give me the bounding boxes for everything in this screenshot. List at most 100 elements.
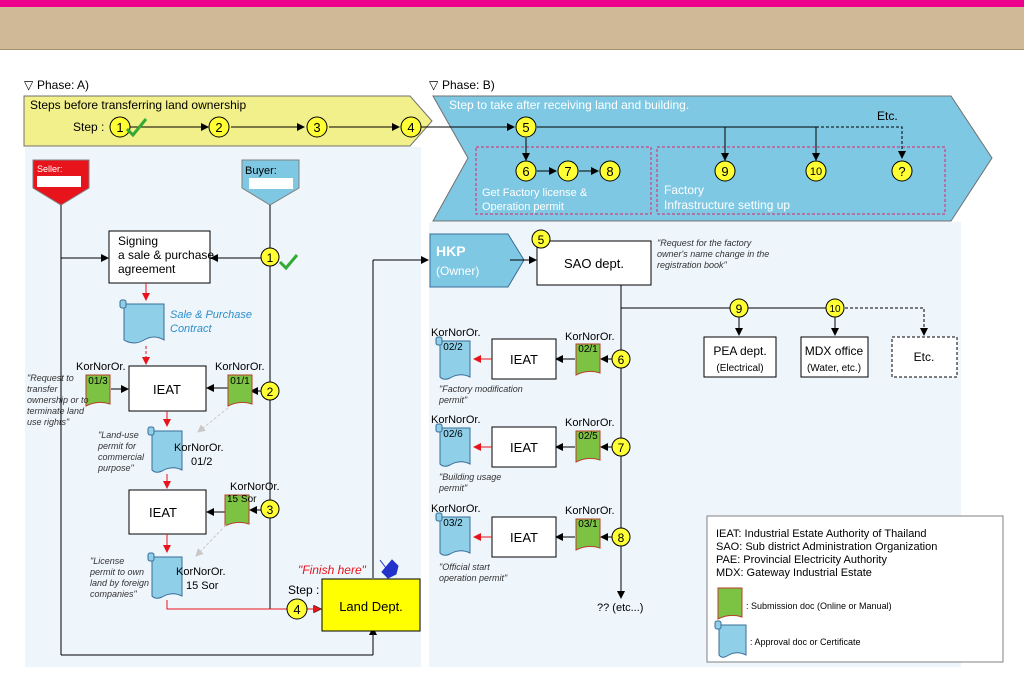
- svg-text:7: 7: [564, 164, 571, 179]
- land-dept-box: [321, 578, 421, 632]
- note-license-4: companies": [90, 589, 138, 599]
- approval-doc-icon: [147, 552, 183, 599]
- hkp-box: [429, 233, 525, 288]
- signing-text-1: Signing: [118, 234, 158, 248]
- doc-03-2-code: 03/2: [443, 518, 463, 529]
- contract-label-2: Contract: [170, 323, 213, 335]
- approval-doc-icon: [435, 423, 471, 467]
- note-factory-mod-2: permit": [438, 395, 468, 405]
- top-accent-bar: [0, 0, 1024, 7]
- note-request-4: terminate land: [27, 406, 85, 416]
- ieat-box-3-label: IEAT: [510, 352, 538, 367]
- submission-doc-icon: [575, 430, 601, 463]
- phase-b-etc-bottom: ?? (etc...): [597, 602, 643, 614]
- doc-02-2-label: KorNorOr.: [431, 327, 481, 339]
- phase-b-step-5: 5: [515, 116, 537, 138]
- ieat-box-4-label: IEAT: [510, 440, 538, 455]
- svg-text:3: 3: [313, 120, 320, 135]
- doc-02-2-code: 02/2: [443, 342, 463, 353]
- svg-text:5: 5: [522, 120, 529, 135]
- svg-text:2: 2: [215, 120, 222, 135]
- note-license-2: permit to own: [89, 567, 144, 577]
- group-infrastructure: [656, 146, 946, 215]
- phase-a-step-2-mid: 2: [260, 381, 280, 401]
- ieat-box-1: [128, 365, 207, 412]
- phase-b-banner-title: Step to take after receiving land and bu…: [449, 98, 689, 112]
- svg-text:4: 4: [293, 602, 300, 617]
- approval-doc-icon: [435, 336, 471, 380]
- svg-text:7: 7: [618, 441, 625, 455]
- ieat-box-1-label: IEAT: [153, 382, 181, 397]
- svg-text:9: 9: [736, 302, 743, 316]
- note-license-3: land by foreign: [90, 578, 149, 588]
- group-infrastructure-2: Infrastructure setting up: [664, 198, 790, 212]
- etc-box-label: Etc.: [914, 350, 935, 364]
- doc-03-2-label: KorNorOr.: [431, 503, 481, 515]
- phase-b-step-10-mid: 10: [825, 298, 845, 318]
- phase-b-label: Phase: B): [442, 78, 495, 92]
- svg-text:?: ?: [898, 164, 905, 179]
- pea-label: PEA dept.: [713, 344, 766, 358]
- legend-line-3: PAE: Provincial Electricity Authority: [716, 554, 887, 566]
- phase-b-step-6-row: 6: [611, 349, 631, 369]
- ieat-box-4: [491, 426, 557, 468]
- etc-box: [891, 336, 958, 378]
- phase-b-step-6: 6: [515, 160, 537, 182]
- contract-label-1: Sale & Purchase: [170, 309, 252, 321]
- check-icon: [278, 254, 299, 271]
- signing-box: [108, 230, 211, 284]
- legend-approval-label: : Approval doc or Certificate: [750, 637, 861, 647]
- svg-text:10: 10: [829, 304, 841, 315]
- legend-submission-label: : Submission doc (Online or Manual): [746, 601, 892, 611]
- doc-01-2-code: 01/2: [191, 456, 212, 468]
- svg-text:1: 1: [116, 120, 123, 135]
- sao-note-2: owner's name change in the: [657, 249, 769, 259]
- svg-text:6: 6: [618, 353, 625, 367]
- phase-b-etc-top: Etc.: [877, 109, 898, 123]
- sao-note-1: "Request for the factory: [657, 238, 752, 248]
- seller-name-field: [37, 176, 81, 187]
- doc-02-6-label: KorNorOr.: [431, 414, 481, 426]
- doc-01-3-label: KorNorOr.: [76, 361, 126, 373]
- ieat-box-5-label: IEAT: [510, 530, 538, 545]
- contract-scroll-icon: [119, 299, 165, 344]
- legend-line-2: SAO: Sub district Administration Organiz…: [716, 541, 937, 553]
- phase-a-step-2: 2: [208, 116, 230, 138]
- doc-02-1-code: 02/1: [578, 344, 598, 355]
- doc-03-1-code: 03/1: [578, 519, 598, 530]
- legend-submission-icon: [717, 587, 743, 620]
- doc-15sor-app-label: KorNorOr.: [176, 566, 226, 578]
- seller-label: Seller:: [37, 164, 63, 174]
- note-landuse-2: permit for: [97, 441, 137, 451]
- group-factory-license-2: Operation permit: [482, 201, 564, 213]
- phase-a-banner-title: Steps before transferring land ownership: [30, 98, 246, 112]
- note-building-1: "Building usage: [439, 472, 501, 482]
- submission-doc-icon: [575, 343, 601, 376]
- phase-b-step-unknown: ?: [891, 160, 913, 182]
- phase-a-step-4-bottom: 4: [286, 598, 308, 620]
- submission-doc-icon: [575, 518, 601, 551]
- legend-line-4: MDX: Gateway Industrial Estate: [716, 567, 872, 579]
- phase-b-step-7-row: 7: [611, 437, 631, 457]
- phase-a-step-label: Step :: [73, 120, 104, 134]
- doc-01-1-label: KorNorOr.: [215, 361, 265, 373]
- signing-text-2: a sale & purchase: [118, 248, 214, 262]
- svg-text:2: 2: [267, 385, 274, 399]
- pointer-hand-icon: [379, 559, 399, 579]
- group-factory-license-1: Get Factory license &: [482, 187, 588, 199]
- svg-text:4: 4: [407, 120, 414, 135]
- phase-b-step-8-row: 8: [611, 527, 631, 547]
- mdx-sub-label: (Water, etc.): [807, 363, 861, 374]
- phase-a-label: Phase: A): [37, 78, 89, 92]
- pea-sub-label: (Electrical): [716, 363, 763, 374]
- phase-b-step-5-sao: 5: [531, 229, 551, 249]
- approval-doc-icon: [147, 426, 183, 473]
- sao-box: [536, 240, 652, 286]
- pea-box: [703, 336, 777, 378]
- phase-b-marker-icon: ▽: [429, 78, 439, 92]
- note-official-2: operation permit": [439, 573, 508, 583]
- submission-doc-icon: [227, 374, 253, 407]
- ieat-box-5: [491, 516, 557, 558]
- svg-text:1: 1: [267, 251, 274, 265]
- note-landuse-4: purpose": [97, 463, 135, 473]
